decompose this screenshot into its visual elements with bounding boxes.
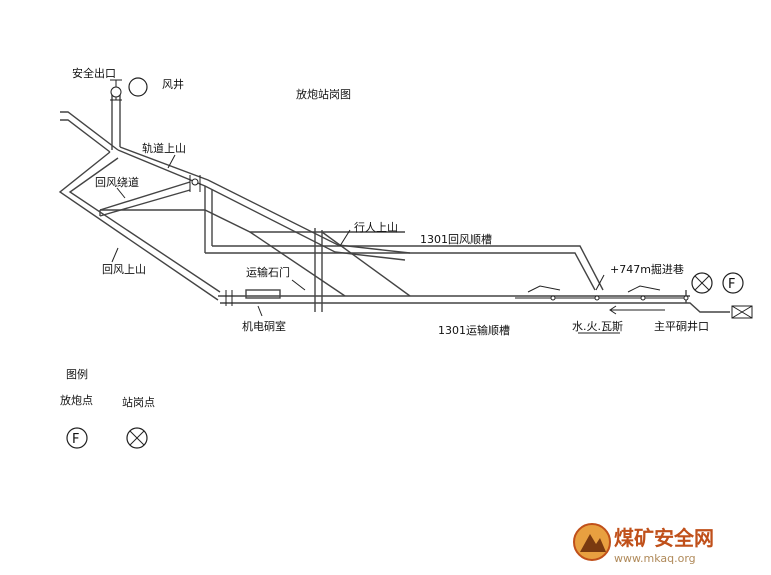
leader-heading (595, 274, 605, 291)
track-uphill-tunnel-inner (119, 146, 411, 254)
leader-return-uphill (111, 247, 119, 263)
track-uphill-tunnel (117, 149, 406, 261)
blast-point-icon: F (722, 272, 744, 294)
label-return-roadway: 回风绕道 (95, 175, 139, 189)
label-return-trough: 1301回风顺槽 (420, 233, 492, 246)
return-air-uphill-tunnel (58, 151, 219, 301)
label-safety-exit: 安全出口 (72, 66, 116, 80)
duct-node-2 (594, 295, 600, 301)
legend: 图例 放炮点 站岗点 F (60, 367, 155, 449)
label-transport-crosscut: 运输石门 (246, 265, 290, 279)
adit-entrance-icon (731, 305, 753, 319)
legend-blast-point: 放炮点 (60, 393, 93, 407)
duct-node-1 (550, 295, 556, 301)
label-return-uphill: 回风上山 (102, 263, 146, 276)
label-transport-trough: 1301运输顺槽 (438, 323, 510, 337)
watermark-url: www.mkaq.org (614, 552, 696, 565)
label-heading: +747m掘进巷 (610, 262, 684, 276)
leader-chamber (257, 305, 263, 317)
legend-blast-icon: F (66, 427, 88, 449)
return-air-roadway-tunnel-2 (99, 189, 191, 217)
leader-return-roadway (116, 187, 126, 199)
label-pedestrian-uphill: 行人上山 (354, 221, 398, 234)
tunnel-network (58, 95, 730, 315)
legend-guard-point: 站岗点 (122, 395, 155, 409)
label-track-uphill: 轨道上山 (142, 141, 186, 155)
return-trough-upper (205, 252, 596, 291)
watermark: 煤矿安全网 www.mkaq.org (573, 523, 714, 565)
label-electro-chamber: 机电硐室 (242, 319, 286, 333)
label-water-fire-gas: 水.火.瓦斯 (572, 320, 623, 333)
label-air-shaft: 风井 (162, 77, 184, 91)
fan-valve-icon (110, 79, 122, 101)
duct-node-3 (640, 295, 646, 301)
label-main-adit: 主平硐井口 (654, 319, 709, 333)
safety-exit-stub-lower (60, 119, 111, 153)
svg-text:F: F (728, 277, 735, 292)
electro-chamber-box (245, 289, 281, 299)
main-adit-line-lower (600, 302, 730, 313)
watermark-name: 煤矿安全网 (614, 526, 714, 550)
safety-exit-stub (60, 111, 119, 151)
leader-pedestrian (339, 229, 351, 247)
roadway-hline (100, 209, 405, 233)
legend-title: 图例 (66, 367, 88, 381)
svg-text:F: F (72, 432, 79, 447)
return-air-uphill-tunnel-inner (68, 157, 221, 293)
airflow-arrow-right (627, 285, 661, 293)
watermark-mountain-icon (580, 534, 606, 552)
crosscut-diagonal-b (321, 231, 411, 297)
air-shaft-icon (128, 77, 148, 97)
diagram-title: 放炮站岗图 (296, 87, 351, 101)
guard-point-icon (691, 272, 713, 294)
duct-node-4 (683, 295, 689, 301)
leader-crosscut (291, 279, 306, 291)
crosscut-diagonal-a (249, 231, 346, 297)
return-air-roadway-tunnel (99, 181, 191, 211)
damper-icon (189, 175, 201, 192)
legend-guard-icon (126, 427, 148, 449)
leader-track-uphill (167, 154, 176, 169)
airflow-arrow-head (609, 305, 617, 315)
airflow-arrow-left (527, 285, 561, 293)
return-trough-lower (212, 245, 604, 291)
